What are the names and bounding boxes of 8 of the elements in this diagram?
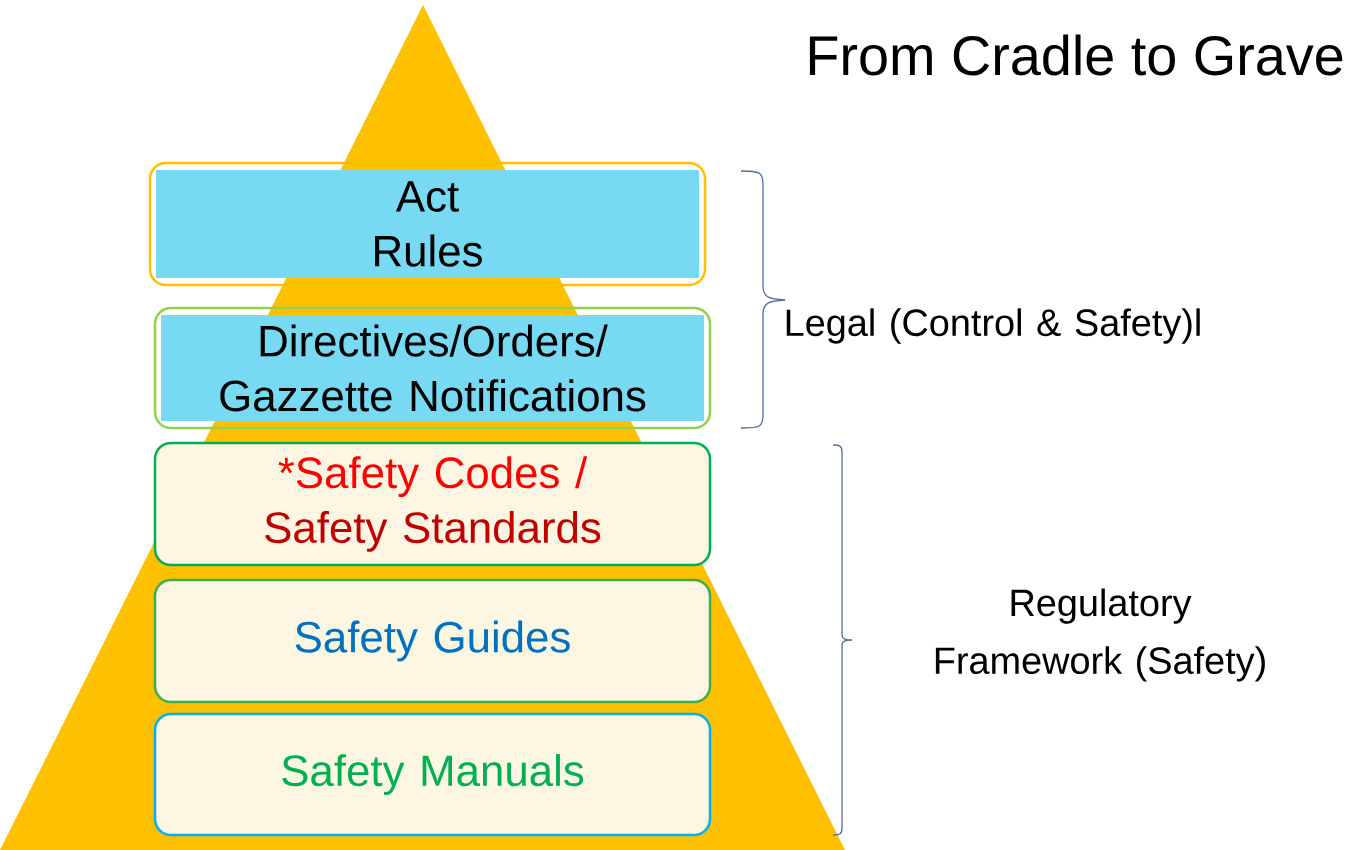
title: From Cradle to Grave [809, 34, 1343, 76]
side-label: Legal (Control & Safety)l [786, 308, 1200, 344]
text-box: *Safety Codes / Safety Standards [153, 441, 712, 567]
text-box: Safety Guides [153, 578, 712, 704]
side-label: Regulatory Framework (Safety) [935, 588, 1265, 682]
text-box: Safety Manuals [153, 712, 712, 837]
text-box: Act Rules [148, 161, 707, 287]
text-box: Directives/Orders/ Gazzette Notifications [153, 306, 712, 430]
